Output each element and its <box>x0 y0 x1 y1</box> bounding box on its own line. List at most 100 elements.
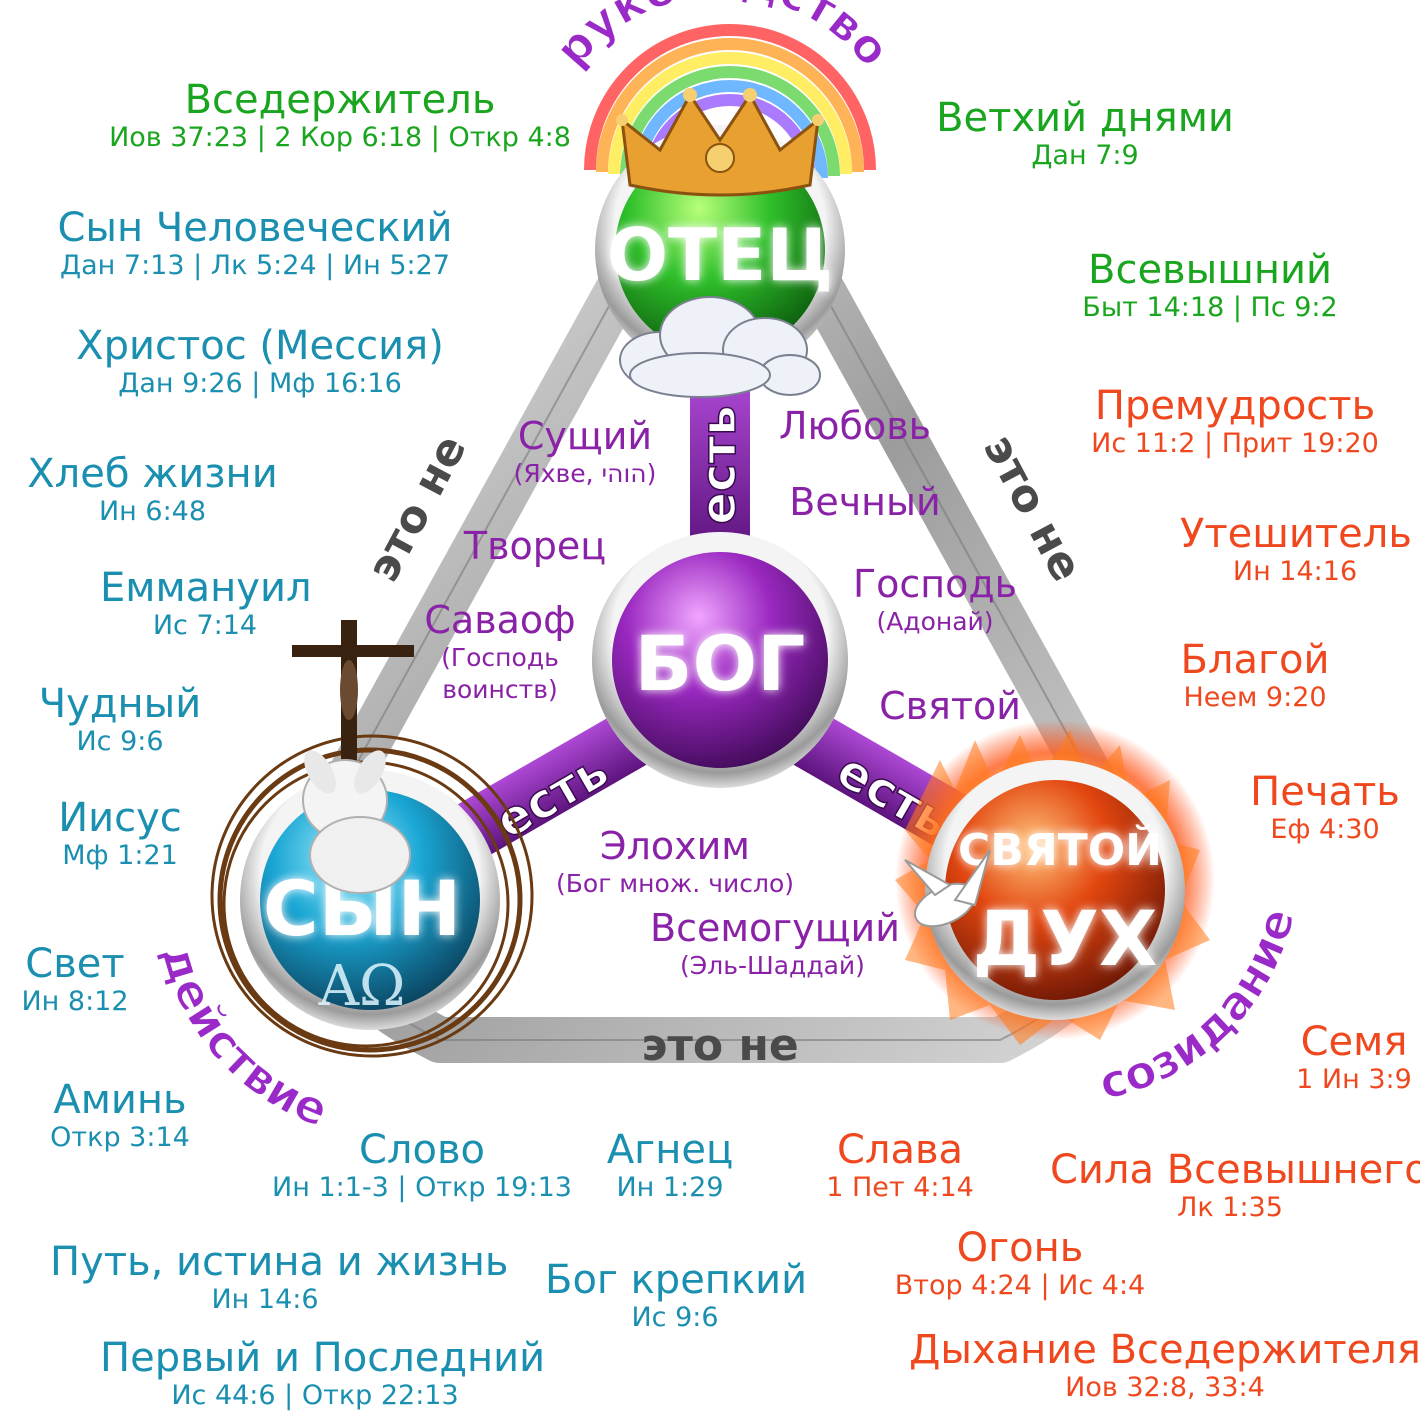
name-label: Аминь Откр 3:14 <box>40 1078 200 1154</box>
name-title: Ветхий днями <box>936 95 1234 141</box>
name-label: Чудный Ис 9:6 <box>30 682 210 758</box>
name-ref: Ин 14:6 <box>211 1284 319 1315</box>
name-title: Слава <box>836 1127 964 1173</box>
name-title: Премудрость <box>1094 383 1376 429</box>
name-title: Еммануил <box>100 565 312 611</box>
name-title: Путь, истина и жизнь <box>50 1239 509 1285</box>
god-name-label: Вечный <box>785 480 945 524</box>
name-label: Вседержитель Иов 37:23 | 2 Кор 6:18 | От… <box>60 78 620 154</box>
name-title: Творец <box>463 524 607 568</box>
name-ref: Ис 7:14 <box>152 610 258 641</box>
name-label: Путь, истина и жизнь Ин 14:6 <box>50 1239 509 1316</box>
name-title: Иисус <box>58 795 182 841</box>
relation-is-not-bottom: это не <box>641 1020 798 1071</box>
name-ref: Иов 32:8, 33:4 <box>1065 1372 1265 1403</box>
name-title: Утешитель <box>1180 511 1412 557</box>
crown-icon <box>616 88 824 197</box>
name-label: Благой Неем 9:20 <box>1170 638 1340 714</box>
name-label: Огонь Втор 4:24 | Ис 4:4 <box>870 1226 1170 1302</box>
name-ref: Быт 14:18 | Пс 9:2 <box>1082 292 1338 323</box>
god-name-label: Господь (Адонай) <box>850 562 1020 638</box>
name-ref: Иов 37:23 | 2 Кор 6:18 | Откр 4:8 <box>109 122 571 153</box>
name-title: Сила Всевышнего <box>1050 1147 1420 1193</box>
name-title: Господь <box>852 562 1018 606</box>
name-label: Христос (Мессия) Дан 9:26 | Мф 16:16 <box>60 324 460 400</box>
name-title: Первый и Последний <box>100 1335 546 1381</box>
name-ref: Дан 7:13 | Лк 5:24 | Ин 5:27 <box>60 250 450 281</box>
name-label: Слово Ин 1:1-3 | Откр 19:13 <box>262 1128 582 1204</box>
spirit-label-line2: ДУХ <box>973 894 1158 983</box>
name-title: Всевышний <box>1088 247 1332 293</box>
name-title: Благой <box>1180 637 1330 683</box>
god-name-label: Саваоф (Господь воинств) <box>420 598 580 706</box>
name-label: Семя 1 Ин 3:9 <box>1290 1020 1418 1096</box>
name-title: Сын Человеческий <box>57 205 453 251</box>
alpha-omega-symbol: ΑΩ <box>318 954 406 1019</box>
name-label: Свет Ин 8:12 <box>10 942 140 1018</box>
name-label: Всевышний Быт 14:18 | Пс 9:2 <box>1040 248 1380 324</box>
name-label: Печать Еф 4:30 <box>1240 770 1410 846</box>
name-ref: 1 Ин 3:9 <box>1296 1064 1412 1095</box>
name-title: Огонь <box>956 1225 1084 1271</box>
name-ref: Дан 7:9 <box>1031 140 1139 171</box>
relation-is-father: есть <box>691 405 747 524</box>
cross-icon <box>292 620 414 780</box>
name-title: Христос (Мессия) <box>76 323 444 369</box>
lamb-icon <box>302 750 411 894</box>
name-ref: Еф 4:30 <box>1270 814 1380 845</box>
name-ref: Ин 6:48 <box>98 496 207 527</box>
name-label: Иисус Мф 1:21 <box>40 796 200 872</box>
dove-icon <box>904 849 991 928</box>
name-ref: Ин 14:16 <box>1232 556 1358 587</box>
name-ref: Ис 9:6 <box>76 726 164 757</box>
name-label: Слава 1 Пет 4:14 <box>800 1128 1000 1204</box>
god-name-label: Святой <box>870 684 1030 728</box>
name-ref: Ис 44:6 | Откр 22:13 <box>171 1380 459 1411</box>
name-ref: Ин 1:29 <box>616 1172 724 1203</box>
name-ref: Мф 1:21 <box>62 840 178 871</box>
name-label: Еммануил Ис 7:14 <box>100 565 312 642</box>
name-label: Ветхий днями Дан 7:9 <box>900 96 1270 172</box>
name-title: Вседержитель <box>184 77 496 123</box>
god-node: БОГ <box>592 532 848 788</box>
name-sub: (Господь воинств) <box>441 643 559 704</box>
name-title: Хлеб жизни <box>27 451 278 497</box>
connector-father <box>686 368 754 562</box>
name-sub: (Эль-Шаддай) <box>680 951 865 980</box>
name-title: Дыхание Вседержителя <box>909 1327 1420 1373</box>
name-title: Святой <box>879 684 1021 728</box>
god-name-label: Элохим (Бог множ. число) <box>545 824 805 900</box>
spirit-label-line1: СВЯТОЙ <box>958 823 1162 876</box>
name-label: Сила Всевышнего Лк 1:35 <box>1050 1147 1420 1224</box>
name-title: Бог крепкий <box>545 1257 808 1303</box>
name-label: Сын Человеческий Дан 7:13 | Лк 5:24 | Ин… <box>20 206 490 282</box>
name-ref: Неем 9:20 <box>1183 682 1327 713</box>
name-ref: Ин 8:12 <box>21 986 129 1017</box>
god-name-label: Всемогущий (Эль-Шаддай) <box>650 906 900 982</box>
name-label: Премудрость Ис 11:2 | Прит 19:20 <box>1080 384 1390 460</box>
name-ref: Дан 9:26 | Мф 16:16 <box>118 368 402 399</box>
name-title: Вечный <box>789 480 941 524</box>
name-ref: Откр 3:14 <box>50 1122 190 1153</box>
name-label: Агнец Ин 1:29 <box>590 1128 750 1204</box>
cloud-icon <box>619 296 821 398</box>
name-ref: Лк 1:35 <box>1177 1192 1283 1223</box>
name-title: Сущий <box>517 414 653 458</box>
name-ref: Ис 11:2 | Прит 19:20 <box>1091 428 1379 459</box>
god-label: БОГ <box>635 619 806 708</box>
name-title: Элохим <box>600 824 750 868</box>
name-title: Всемогущий <box>650 906 900 950</box>
name-title: Чудный <box>38 681 202 727</box>
name-label: Хлеб жизни Ин 6:48 <box>20 452 285 528</box>
name-title: Свет <box>25 941 125 987</box>
name-label: Утешитель Ин 14:16 <box>1180 511 1412 588</box>
name-ref: Втор 4:24 | Ис 4:4 <box>894 1270 1146 1301</box>
name-ref: Ис 9:6 <box>631 1302 719 1333</box>
name-sub: (Адонай) <box>876 607 994 636</box>
name-title: Семя <box>1300 1019 1408 1065</box>
name-sub: (Яхве, הוהי) <box>513 459 657 488</box>
name-sub: (Бог множ. число) <box>556 869 794 898</box>
name-ref: 1 Пет 4:14 <box>826 1172 974 1203</box>
name-title: Агнец <box>606 1127 734 1173</box>
name-title: Аминь <box>53 1077 187 1123</box>
